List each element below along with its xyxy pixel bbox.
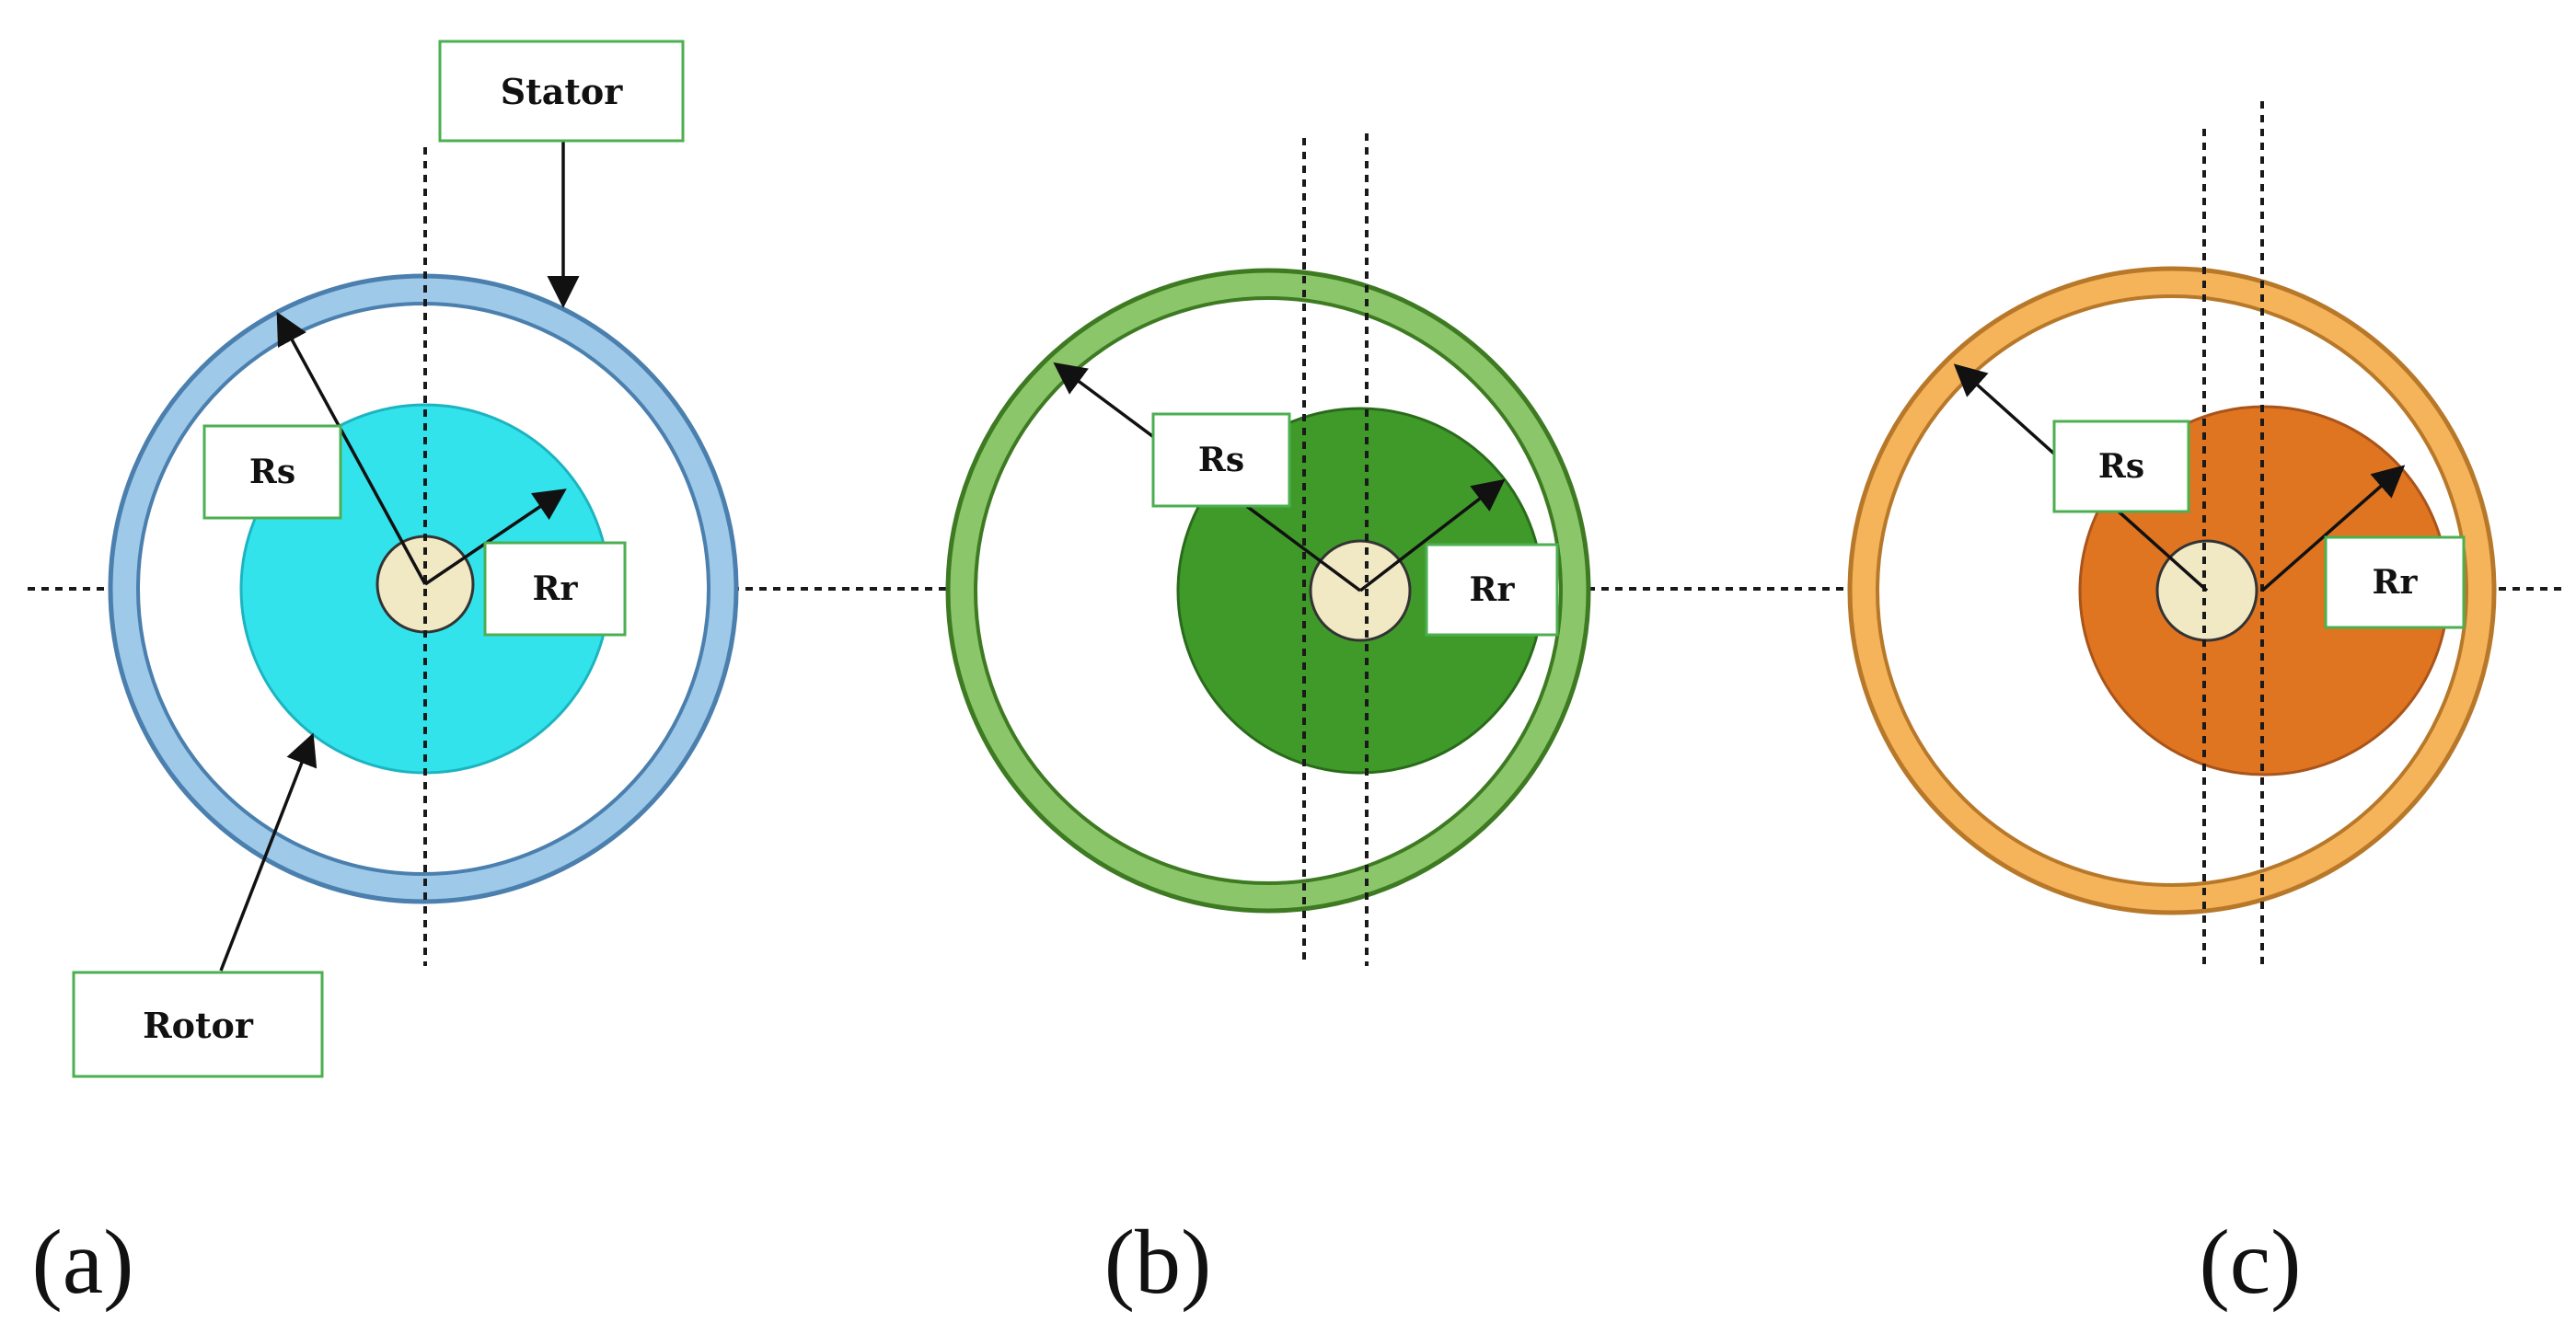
rr-label: Rr	[1470, 570, 1516, 609]
rr-label: Rr	[533, 569, 579, 608]
panel-caption: (a)	[32, 1211, 134, 1313]
rs-label-box	[202, 424, 342, 520]
rotor-pointer-arrow	[219, 732, 318, 972]
panel-c: Rs Rr (c)	[1847, 101, 2497, 1313]
rr-label: Rr	[2373, 563, 2419, 602]
rs-label: Rs	[2098, 447, 2144, 486]
rs-label: Rs	[1198, 441, 1244, 479]
rs-label-box	[1151, 412, 1291, 508]
rotor-radius-arrow	[1358, 478, 1506, 592]
panel-caption: (b)	[1104, 1211, 1212, 1313]
rotor-label: Rotor	[143, 1005, 254, 1046]
rotor-radius-arrow	[2260, 465, 2406, 592]
rotor-label-box	[72, 971, 324, 1078]
panel-caption: (c)	[2200, 1211, 2302, 1313]
rs-label-box	[2052, 420, 2190, 513]
panel-a: Stator Rotor Rs Rr (a)	[32, 40, 739, 1313]
panel-b: Rs Rr (b)	[945, 133, 1591, 1313]
stator-label: Stator	[501, 71, 624, 112]
rotor-radius-arrow	[424, 489, 567, 586]
rr-label-box	[1425, 543, 1559, 637]
stator-label-box	[438, 40, 685, 143]
rs-label: Rs	[249, 453, 295, 491]
stator-radius-arrow	[276, 311, 427, 585]
rr-label-box	[2324, 535, 2466, 629]
rr-label-box	[483, 541, 627, 637]
